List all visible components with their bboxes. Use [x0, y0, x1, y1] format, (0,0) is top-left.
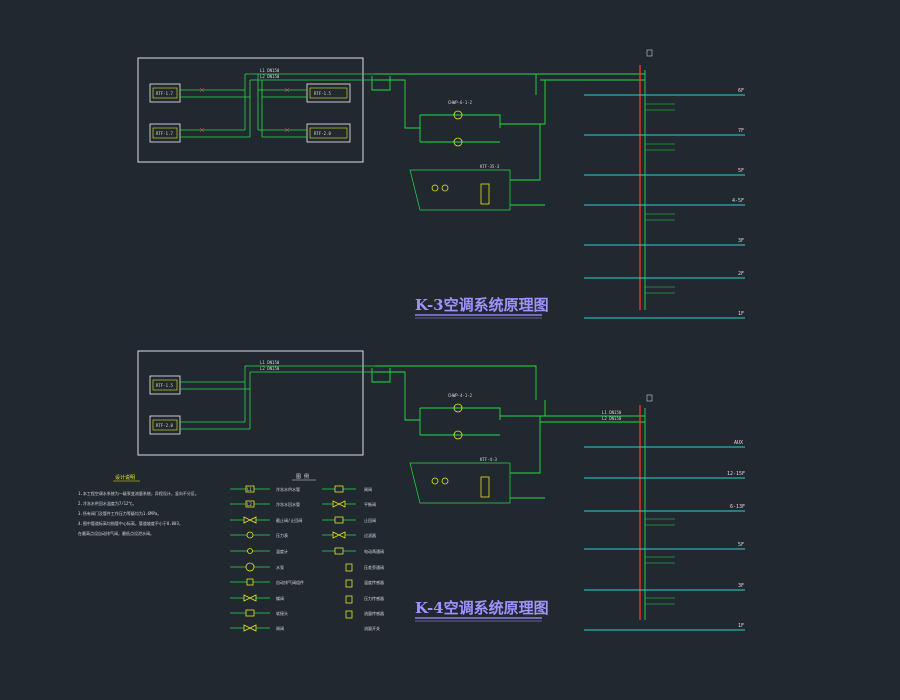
k3-unit-a-label: RTF-1.7 [156, 91, 173, 96]
notes-line-1: 1.本工程空调水系统为一级泵变流量系统，异程设计，竖向不分区。 [78, 490, 199, 496]
legend: 图 例 L1 L2 冷冻水供水管 冷冻水回水管 截止阀/止回阀 压力表 温度计 … [230, 473, 384, 632]
k3-valves [199, 87, 290, 133]
k4-unit-a-label: RTF-1.5 [156, 383, 173, 388]
k4-floor-5: 3F [738, 583, 744, 589]
k4-floor-4: 5F [738, 542, 744, 548]
legend-left-7: 自动排气阀组件 [276, 579, 304, 585]
k4-floor-1: AUX [734, 440, 743, 446]
k3-unit-b [149, 123, 181, 143]
legend-left-5: 温度计 [276, 548, 288, 554]
k4-tank [480, 476, 490, 498]
legend-right-9: 流量传感器 [364, 610, 384, 616]
k4-floor-6: 1F [738, 623, 744, 629]
legend-left-2: 冷冻水回水管 [276, 501, 300, 507]
k4-pipe-label-2: L2 DN150 [260, 366, 280, 371]
notes-line-3: 3.所有阀门及管件工作压力等级均为1.6MPa。 [78, 510, 161, 516]
legend-right-7: 温度传感器 [364, 579, 384, 585]
k4-floor-lines [584, 446, 745, 631]
k4-floor-2: 12-15F [727, 471, 745, 477]
k3-floor-4: 4-5F [732, 198, 744, 204]
k3-floor-2: 7F [738, 128, 744, 134]
legend-left-4: 压力表 [276, 532, 288, 538]
k3-tank [480, 183, 490, 205]
notes-line-2: 2.冷冻水供回水温度为7/12℃。 [78, 500, 136, 506]
k3-room-frame [137, 57, 364, 163]
legend-right-3: 止回阀 [364, 517, 376, 523]
legend-right-marks [332, 485, 353, 619]
legend-left-10: 闸阀 [276, 625, 284, 631]
legend-heading: 图 例 [296, 473, 309, 480]
k3-title: K-3空调系统原理图 [415, 296, 549, 314]
k4-floor-3: 6-13F [730, 504, 745, 510]
legend-left-9: 软接头 [276, 610, 288, 616]
k3-pipe-label-2: L2 DN150 [260, 74, 280, 79]
k4-room-pipes [180, 365, 375, 430]
k3-pipe-label-1: L1 DN150 [260, 68, 280, 73]
k4-room-frame [137, 350, 364, 456]
k4-pipe-label-1: L1 DN150 [260, 360, 280, 365]
k3-room-pipes [180, 73, 375, 138]
k3-floor-7: 1F [738, 311, 744, 317]
k4-floor-branches [645, 518, 675, 605]
k3-main-pipes [371, 73, 645, 211]
k3-unit-a [149, 83, 181, 103]
k4-pipe-label-3: L1 DN150 [602, 410, 622, 415]
notes-line-4: 4.图中管道标高均指管中心标高，管道坡度不小于0.003， [78, 520, 183, 526]
legend-code-l1: L1 [247, 487, 252, 492]
k3-tank-tag: KTF-35-3 [480, 164, 500, 169]
legend-right-5: 电动两通阀 [364, 548, 384, 554]
k3-floor-branches [645, 103, 675, 294]
k3-floor-1: 6F [738, 88, 744, 94]
k3-unit-d-label: RTF-2.0 [314, 131, 331, 136]
legend-right-4: 过滤器 [364, 532, 376, 538]
legend-left-marks [243, 485, 257, 632]
k3-expansion-point [646, 49, 653, 57]
k3-unit-b-label: RTF-1.7 [156, 131, 173, 136]
k4-pumps [431, 403, 463, 485]
legend-left-symbols [230, 488, 270, 629]
k4-expansion-point [646, 394, 653, 402]
legend-code-l2: L2 [247, 502, 252, 507]
design-notes: 设计说明 1.本工程空调水系统为一级泵变流量系统，异程设计，竖向不分区。 2.冷… [78, 474, 199, 536]
k4-main-pipes [371, 365, 645, 504]
legend-right-10: 流量开关 [364, 625, 380, 631]
legend-left-6: 水泵 [276, 564, 284, 570]
notes-line-5: 在最高点设自动排气阀，最低点设泄水阀。 [78, 530, 154, 536]
legend-right-2: 平衡阀 [364, 501, 376, 507]
legend-right-1: 闸阀 [364, 486, 372, 492]
legend-left-8: 蝶阀 [276, 595, 284, 601]
legend-left-3: 截止阀/止回阀 [276, 517, 302, 523]
k4-schematic: RTF-1.5 RTF-2.0 L1 DN150 L2 DN150 CHWP- [137, 350, 745, 631]
k4-unit-b-label: RTF-2.0 [156, 423, 173, 428]
k3-pumps [431, 110, 463, 192]
k4-unit-b [149, 415, 181, 435]
k3-floor-6: 2F [738, 271, 744, 277]
notes-heading: 设计说明 [115, 474, 135, 481]
k4-pump-tag: CHWP-4-1-2 [448, 393, 473, 398]
legend-right-8: 压力传感器 [364, 595, 384, 601]
k3-schematic: RTF-1.7 RTF-1.7 RTF-1.5 RTF-2.0 L1 DN150… [137, 49, 745, 319]
legend-left-1: 冷冻水供水管 [276, 486, 300, 492]
k3-unit-c [306, 83, 351, 103]
k3-pump-tag: CHWP-6-1-2 [448, 100, 473, 105]
k3-unit-c-label: RTF-1.5 [314, 91, 331, 96]
k3-floor-lines [584, 94, 745, 319]
k4-title: K-4空调系统原理图 [415, 599, 549, 617]
k3-floor-3: 5F [738, 168, 744, 174]
k3-floor-5: 3F [738, 238, 744, 244]
k4-unit-a [149, 375, 181, 395]
k4-tank-tag: KTF-4-3 [480, 457, 497, 462]
k4-pipe-label-4: L2 DN150 [602, 416, 622, 421]
k3-unit-d [306, 123, 351, 143]
legend-right-6: 压差旁通阀 [364, 564, 384, 570]
